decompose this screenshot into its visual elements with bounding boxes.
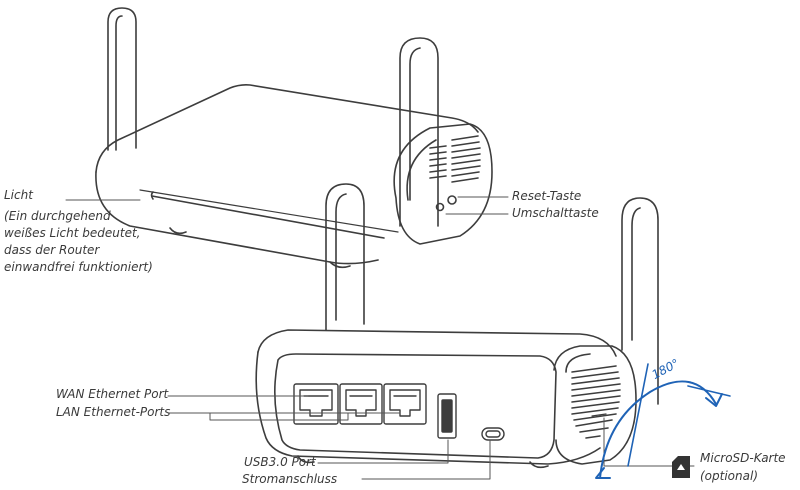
rotation-indicator bbox=[595, 363, 731, 479]
light-description-line2: weißes Licht bedeutet, bbox=[4, 226, 141, 240]
lan-ports-label: LAN Ethernet-Ports bbox=[56, 405, 171, 419]
bottom-router bbox=[255, 183, 659, 469]
top-router bbox=[95, 7, 493, 269]
microsd-label: MicroSD-Karte bbox=[700, 451, 786, 465]
usb-port-label: USB3.0 Port bbox=[244, 455, 316, 469]
microsd-card-icon bbox=[672, 456, 690, 478]
leader-lines bbox=[65, 196, 695, 480]
light-description-line3: dass der Router bbox=[4, 243, 100, 257]
light-label: Licht bbox=[4, 188, 33, 202]
reset-button-label: Reset-Taste bbox=[512, 189, 582, 203]
power-port-label: Stromanschluss bbox=[242, 472, 338, 486]
wan-port-label: WAN Ethernet Port bbox=[56, 387, 169, 401]
microsd-optional-note: (optional) bbox=[700, 469, 758, 483]
toggle-button-label: Umschalttaste bbox=[512, 206, 599, 220]
light-description-line4: einwandfrei funktioniert) bbox=[4, 260, 153, 274]
light-description-line1: (Ein durchgehend bbox=[4, 209, 111, 223]
